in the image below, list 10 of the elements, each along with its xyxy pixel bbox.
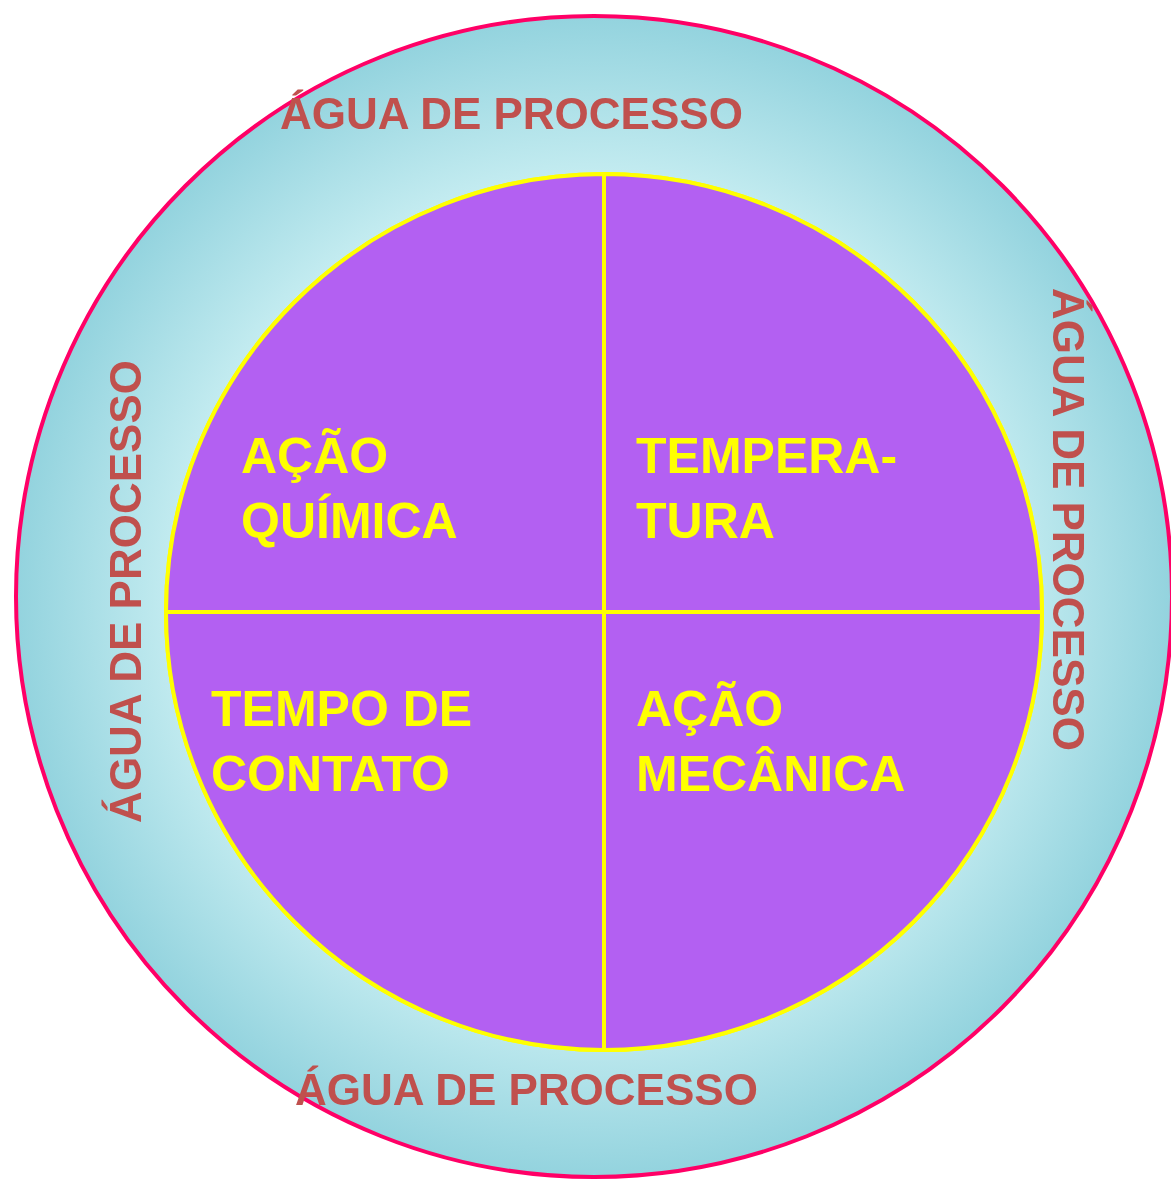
outer-ring — [14, 14, 1171, 1179]
inner-circle — [164, 172, 1044, 1052]
quadrant-sector — [166, 174, 604, 612]
quadrant-sector — [604, 612, 1042, 1050]
quadrant-label: TEMPO DE CONTATO — [211, 680, 474, 804]
quadrant-sector — [166, 612, 604, 1050]
quadrant-sector — [604, 174, 1042, 612]
quadrant-label: AÇÃO QUÍMICA — [241, 427, 459, 551]
quadrant-label: TEMPERA- TURA — [636, 427, 899, 551]
quadrant-label: AÇÃO MECÂNICA — [636, 680, 907, 804]
